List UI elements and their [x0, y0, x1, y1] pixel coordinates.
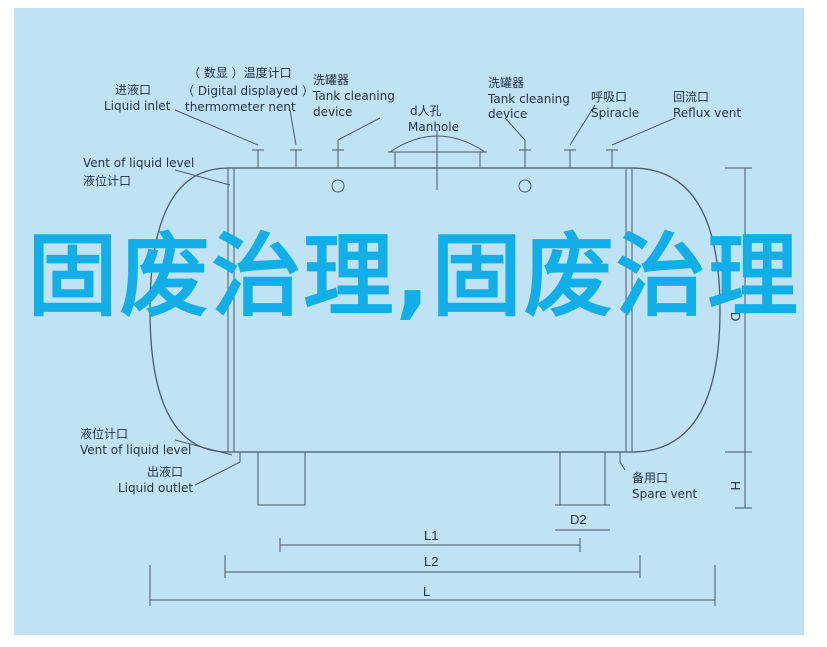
manhole-cn: d人孔 — [410, 104, 442, 118]
support-legs — [239, 452, 621, 506]
tank-cleaning-1-en-2: device — [313, 105, 352, 119]
leader-lines — [174, 104, 676, 486]
top-nozzles — [252, 140, 618, 193]
spare-vent-cn: 备用口 — [632, 471, 668, 485]
liquid-outlet-cn: 出液口 — [147, 464, 183, 479]
vent-bottom-en: Vent of liquid level — [80, 443, 191, 457]
liquid-inlet-en: Liquid inlet — [104, 99, 171, 113]
liquid-inlet-cn: 进液口 — [115, 82, 151, 97]
liquid-outlet-en: Liquid outlet — [118, 481, 193, 495]
headline-overlay: 固废治理,固废治理 — [27, 224, 800, 329]
dim-d2: D2 — [570, 512, 587, 527]
tank-cleaning-2-cn: 洗罐器 — [488, 76, 524, 90]
reflux-cn: 回流口 — [673, 90, 709, 104]
thermometer-cn: （ 数显 ）温度计口 — [188, 65, 292, 80]
spare-vent-en: Spare vent — [632, 487, 698, 501]
dim-l2: L2 — [424, 554, 438, 569]
dim-d: D — [728, 312, 743, 321]
tank-cleaning-1-cn: 洗罐器 — [313, 73, 349, 87]
reflux-en: Reflux vent — [673, 106, 741, 120]
background-panel — [14, 8, 804, 635]
breather-cn: 呼吸口 — [591, 90, 627, 104]
vent-top-cn: 液位计口 — [83, 173, 131, 188]
manhole-en: Manhole — [408, 120, 459, 134]
dim-l: L — [423, 584, 430, 599]
breather-en: Spiracle — [591, 106, 639, 120]
vent-top-en: Vent of liquid level — [83, 156, 194, 170]
dim-l1: L1 — [424, 528, 438, 543]
dimension-lines — [149, 167, 752, 606]
tank-cleaning-1-en-1: Tank cleaning — [312, 89, 395, 103]
dim-h: H — [728, 481, 743, 490]
thermometer-en-2: thermometer nent — [185, 100, 296, 114]
vent-bottom-cn: 液位计口 — [80, 426, 128, 441]
tank-cleaning-2-en-1: Tank cleaning — [487, 92, 570, 106]
thermometer-en-1: （ Digital displayed ） — [182, 84, 314, 98]
tank-cleaning-2-en-2: device — [488, 107, 527, 121]
